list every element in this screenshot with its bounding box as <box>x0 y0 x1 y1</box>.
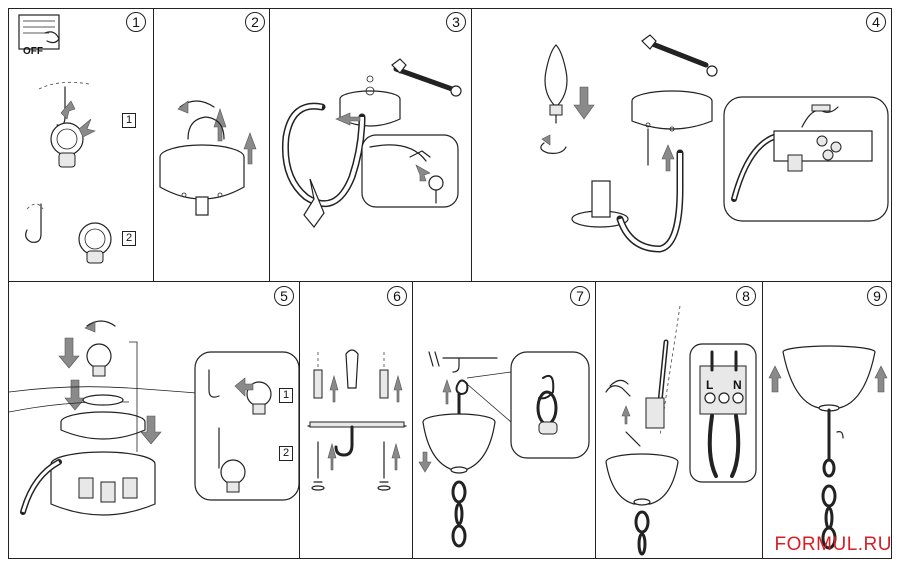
ceiling-hook-icon <box>38 81 96 168</box>
wrench-icon-2 <box>641 34 718 77</box>
chain-icon-2 <box>634 510 650 556</box>
wall-switch-icon <box>18 14 60 50</box>
step-7-illustration <box>418 351 590 548</box>
step-5-panel: 5 1 2 <box>8 281 300 559</box>
step-1-number: 1 <box>126 12 146 32</box>
step-3-number: 3 <box>446 12 466 32</box>
chain-icon-3 <box>821 484 837 550</box>
option-2-badge: 2 <box>279 446 293 461</box>
chain-icon <box>451 480 467 548</box>
step-4-number: 4 <box>866 12 886 32</box>
step-2-illustration <box>159 100 257 216</box>
step-7-number: 7 <box>570 286 590 306</box>
step-2-panel: 2 <box>153 8 270 282</box>
option-1-badge: 1 <box>279 388 293 403</box>
wrench-icon <box>391 58 462 97</box>
screw-icon <box>311 441 391 491</box>
bulb-icon <box>544 44 568 124</box>
step-9-illustration <box>768 345 888 550</box>
step-1-panel: 1 OFF 1 2 <box>8 8 154 282</box>
step-7-panel: 7 <box>412 281 596 559</box>
step-6-illustration <box>307 349 407 491</box>
option-1-badge: 1 <box>122 113 136 128</box>
step-8-illustration <box>605 305 757 556</box>
terminal-block-icon <box>689 343 757 483</box>
option-2-badge: 2 <box>122 231 136 246</box>
step-4-illustration <box>540 34 889 253</box>
step-6-number: 6 <box>387 286 407 306</box>
brand-watermark: FORMUL.RU <box>774 534 892 555</box>
step-3-panel: 3 <box>269 8 472 282</box>
terminal-n-label: N <box>733 378 742 392</box>
off-label: OFF <box>23 46 43 57</box>
step-2-number: 2 <box>245 12 265 32</box>
step-4-panel: 4 <box>471 8 892 282</box>
step-5-illustration <box>9 320 299 516</box>
terminal-l-label: L <box>706 378 714 392</box>
step-6-panel: 6 <box>299 281 413 559</box>
dowel-icon <box>313 352 389 399</box>
step-9-number: 9 <box>867 286 887 306</box>
ceiling-hook-icon-2 <box>25 203 112 264</box>
step-8-panel: 8 L N <box>595 281 763 559</box>
step-8-number: 8 <box>736 286 756 306</box>
step-3-illustration <box>281 58 462 228</box>
step-5-number: 5 <box>274 286 294 306</box>
step-1-illustration <box>18 14 112 264</box>
step-9-panel: 9 <box>762 281 892 559</box>
